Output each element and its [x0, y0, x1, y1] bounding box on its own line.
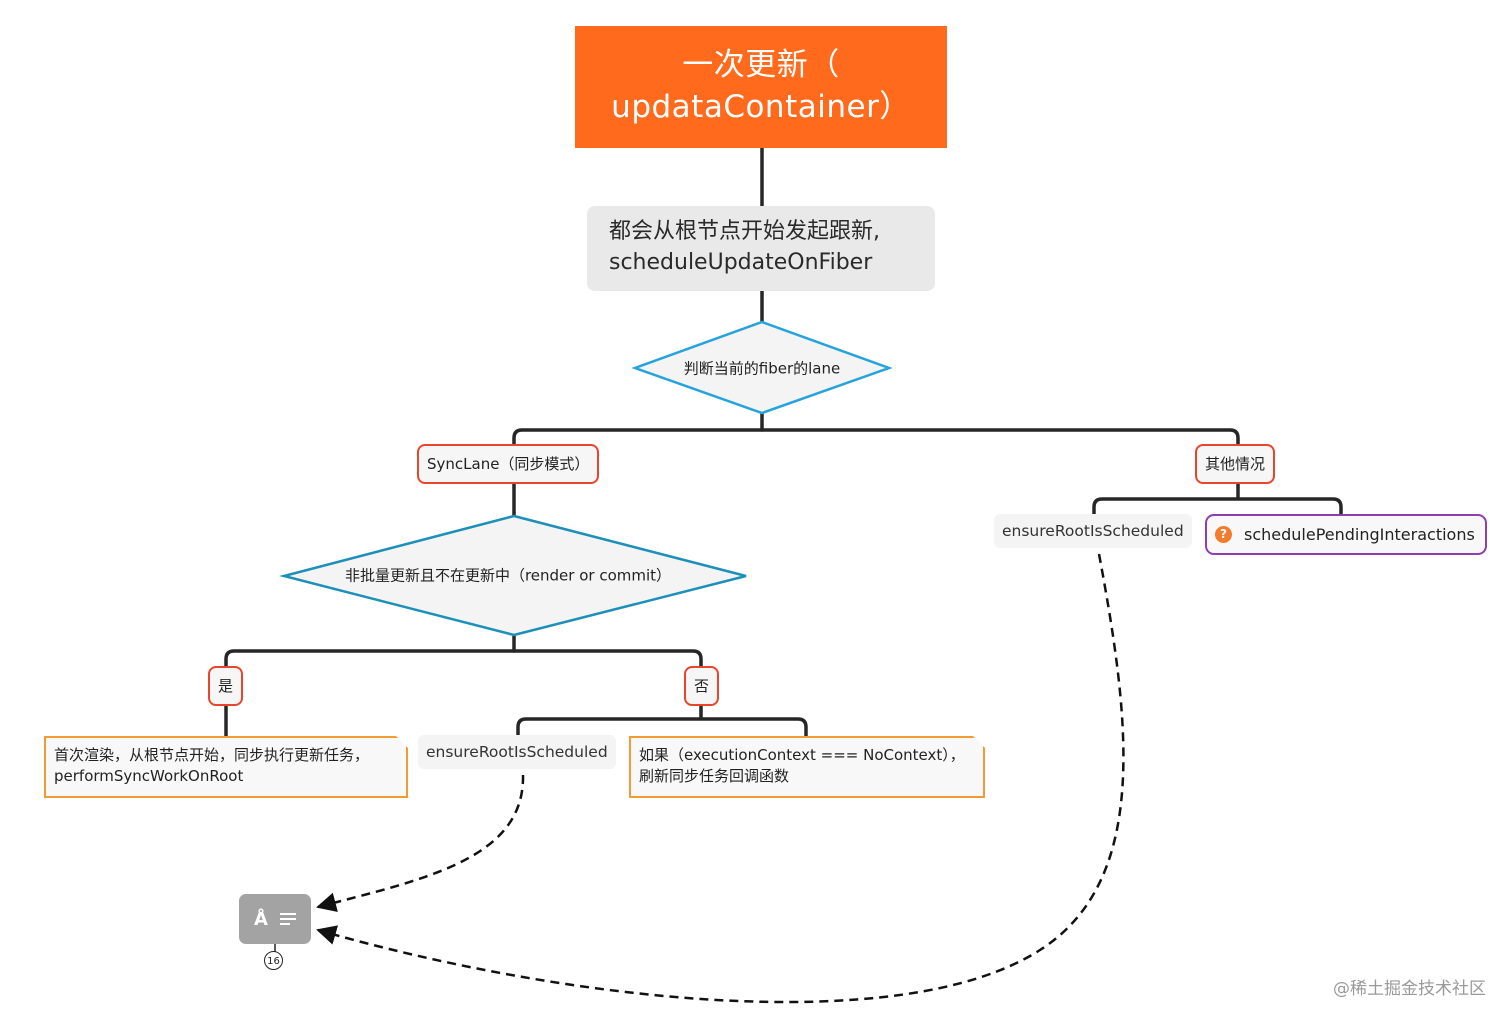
summary-count-badge: 16: [264, 951, 283, 970]
perform-sync-work-on-root-note[interactable]: 首次渲染，从根节点开始，同步执行更新任务， performSyncWorkOnR…: [44, 736, 408, 798]
no-ensure-root-scheduled-node[interactable]: ensureRootIsScheduled: [418, 735, 616, 769]
decision1-diamond: [631, 320, 893, 415]
sync-lane-node[interactable]: SyncLane（同步模式）: [417, 444, 600, 484]
schedule-pending-interactions-node[interactable]: ? schedulePendingInteractions: [1205, 514, 1487, 555]
yes-node[interactable]: 是: [208, 666, 244, 706]
watermark: @稀土掘金技术社区: [1333, 979, 1486, 999]
other-case-node[interactable]: 其他情况: [1195, 444, 1276, 484]
step1-line1: 都会从根节点开始发起跟新,: [609, 219, 880, 244]
question-icon: ?: [1215, 526, 1232, 543]
step1-line2: scheduleUpdateOnFiber: [609, 250, 873, 275]
text-style-icon: Å: [254, 908, 268, 930]
connector-decision2-branches: [224, 649, 703, 669]
dashed-link-other-ensure-to-summary: [316, 553, 1125, 1004]
dashed-link-no-ensure-to-summary: [316, 774, 525, 913]
yes-note-line2: performSyncWorkOnRoot: [54, 767, 244, 785]
connector-decision1-branches: [512, 428, 1240, 448]
root-title-line1: 一次更新（: [682, 47, 840, 83]
text-lines-icon: [279, 913, 296, 925]
flush-sync-callbacks-note[interactable]: 如果（executionContext === NoContext）， 刷新同步…: [629, 736, 985, 798]
decision1-text[interactable]: 判断当前的fiber的lane: [683, 359, 841, 378]
schedule-pending-interactions-label: schedulePendingInteractions: [1244, 525, 1475, 544]
summary-node[interactable]: Å: [239, 894, 311, 944]
no-note-line1: 如果（executionContext === NoContext），: [639, 746, 965, 764]
connector-no-children: [516, 703, 808, 739]
no-note-line2: 刷新同步任务回调函数: [639, 767, 790, 785]
other-ensure-root-scheduled-node[interactable]: ensureRootIsScheduled: [994, 514, 1192, 548]
schedule-update-on-fiber-node[interactable]: 都会从根节点开始发起跟新, scheduleUpdateOnFiber: [587, 206, 935, 291]
yes-note-line1: 首次渲染，从根节点开始，同步执行更新任务，: [54, 746, 370, 764]
root-title-line2: updataContainer）: [611, 89, 911, 125]
decision2-text[interactable]: 非批量更新且不在更新中（render or commit）: [344, 566, 672, 585]
decision2-diamond: [279, 514, 747, 637]
root-node-update-container[interactable]: 一次更新（ updataContainer）: [575, 26, 947, 148]
no-node[interactable]: 否: [684, 666, 720, 706]
connector-other-children: [1092, 482, 1343, 518]
